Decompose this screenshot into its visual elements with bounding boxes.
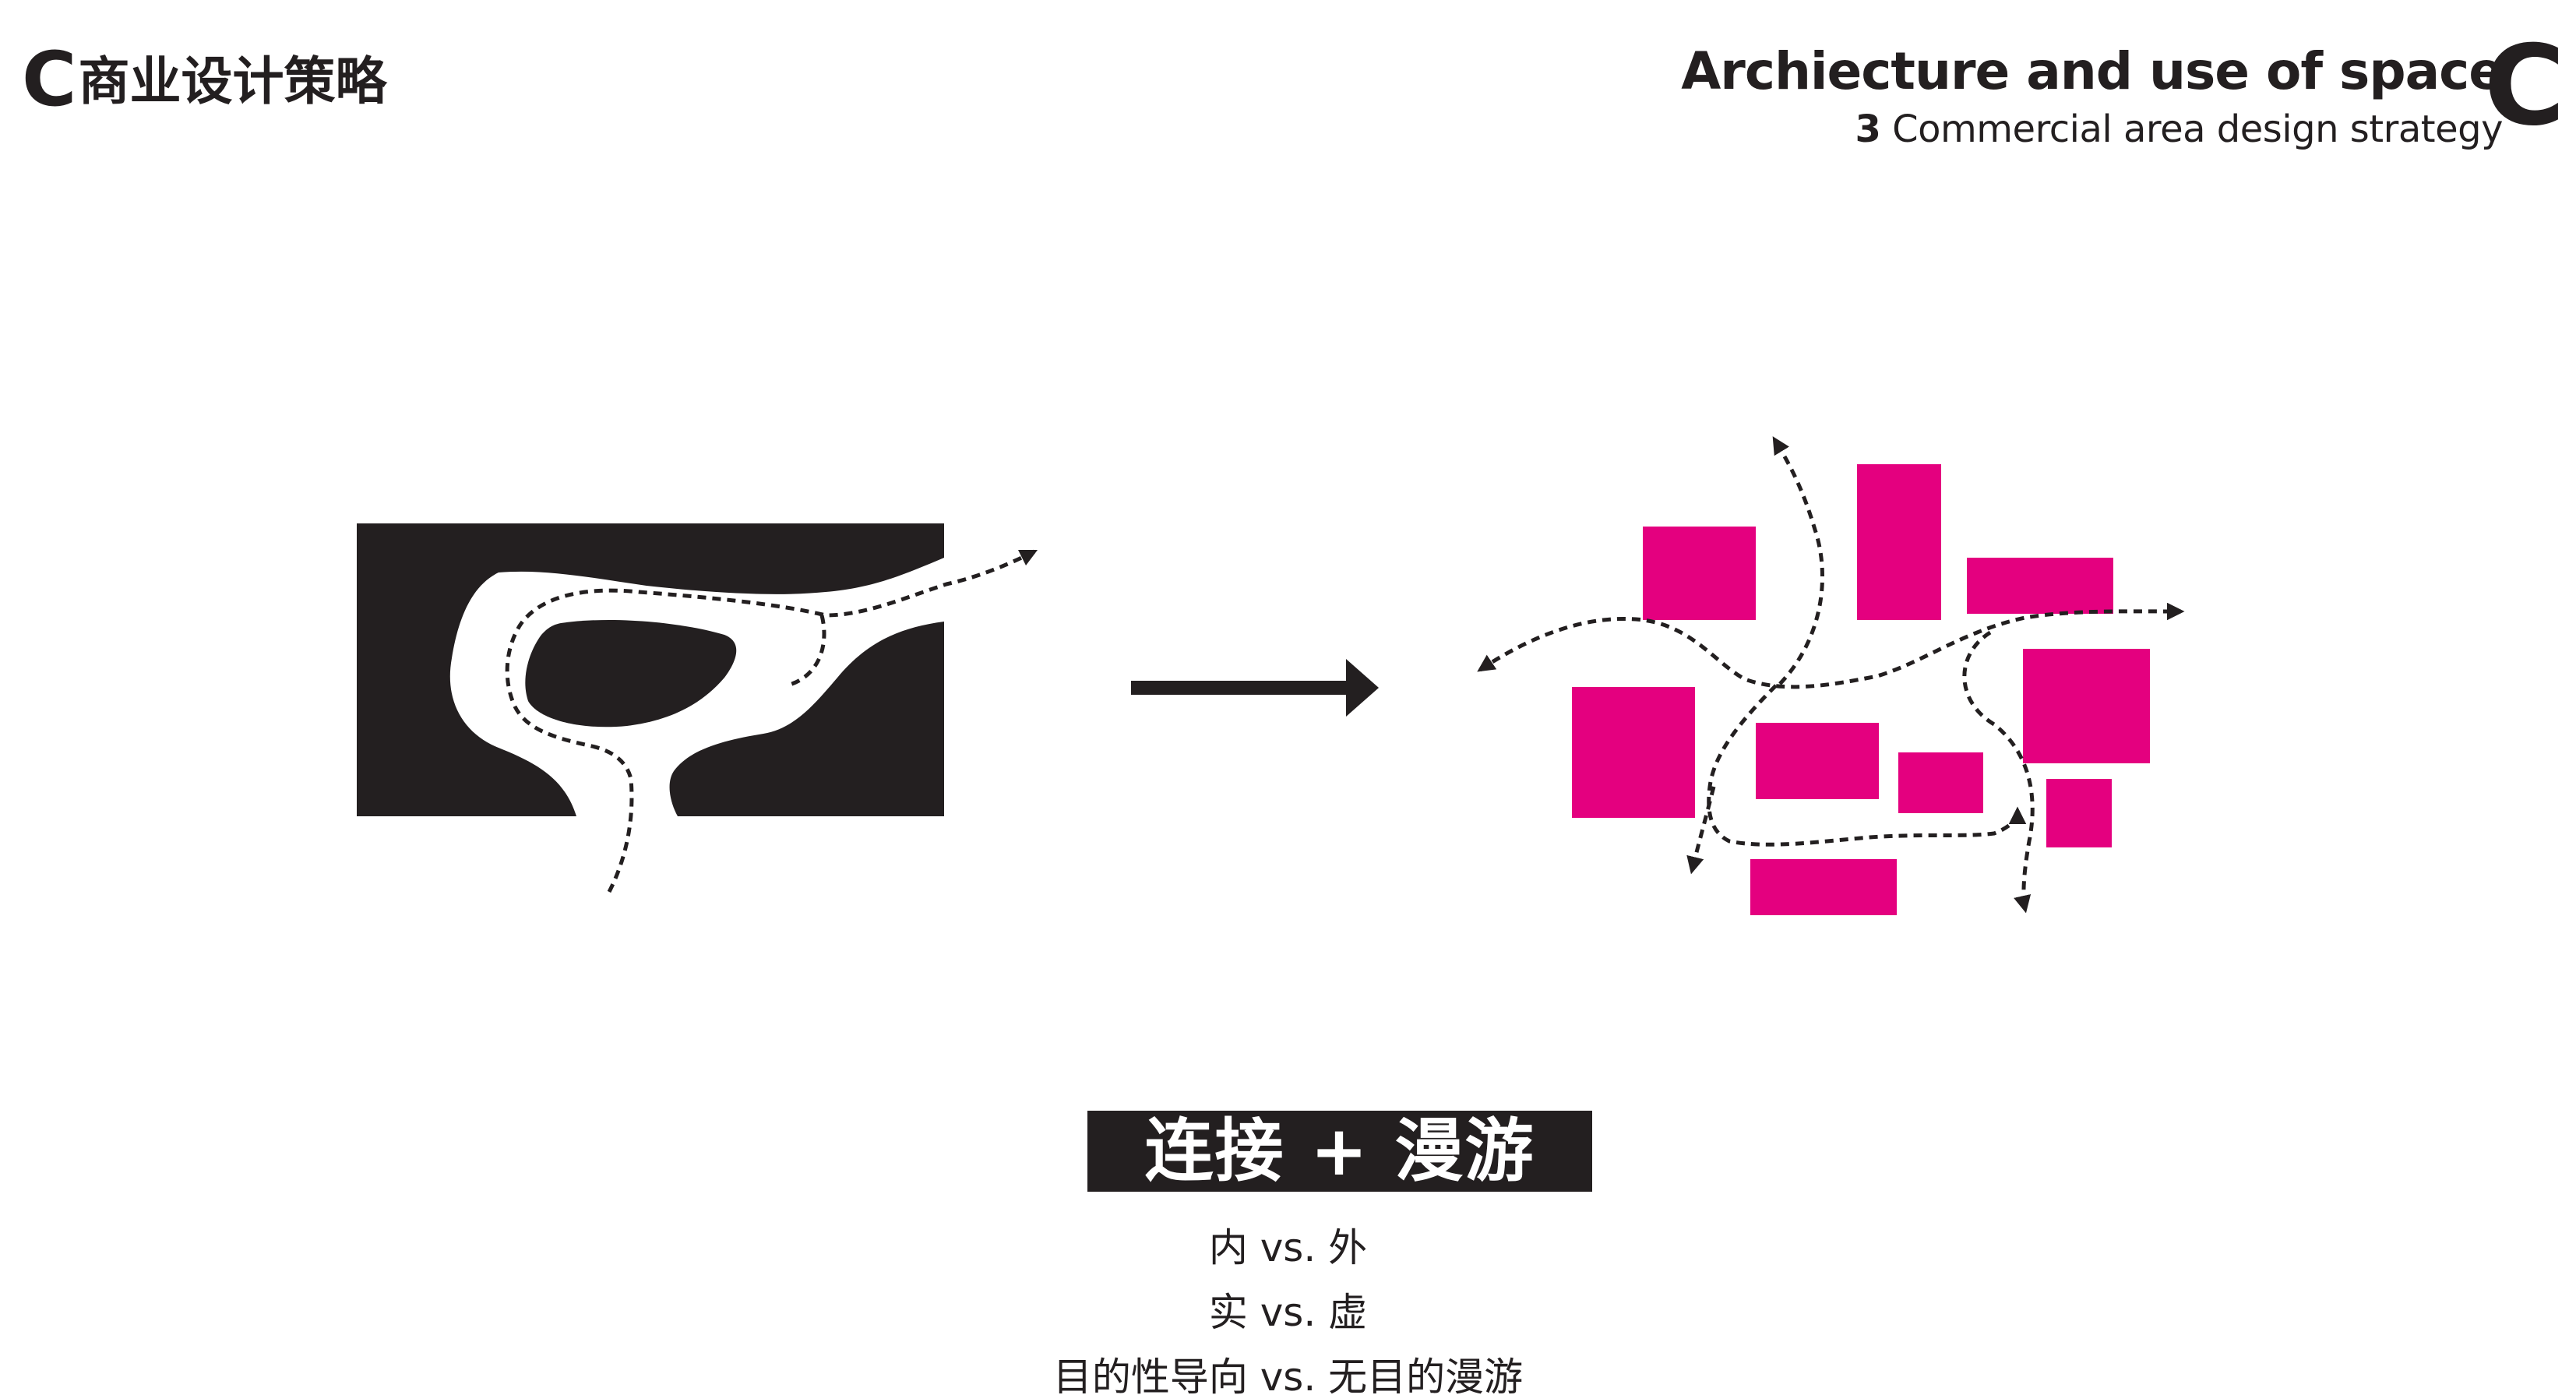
block-3 [1967, 558, 2113, 614]
concept-line-1: 内 vs. 外 [1208, 1225, 1368, 1270]
block-4 [2023, 649, 2150, 763]
wander-route-right-down [1962, 630, 2035, 914]
section-subtitle-text: Commercial area design strategy [1892, 107, 2503, 151]
section-letter-right: C [2483, 22, 2565, 150]
block-6 [1756, 723, 1879, 799]
section-number: 3 [1855, 107, 1881, 151]
wander-route-upward [1772, 436, 1824, 685]
section-title-en: Archiecture and use of space [1681, 41, 2504, 101]
section-title-cn: 商业设计策略 [78, 51, 387, 111]
block-5 [1572, 687, 1695, 818]
concept-tag: 连接 + 漫游 [1087, 1111, 1592, 1192]
header-left: C 商业设计策略 [22, 31, 386, 117]
block-8 [2046, 779, 2112, 847]
wandering-blocks-icon [1477, 436, 2185, 915]
section-subtitle-en: 3 Commercial area design strategy [1681, 106, 2503, 153]
wander-route-horizontal [1477, 602, 2185, 689]
concept-line-3: 目的性导向 vs. 无目的漫游 [1052, 1354, 1524, 1395]
block-7 [1898, 752, 1983, 813]
header-right: Archiecture and use of space 3 Commercia… [1681, 37, 2504, 153]
connection-route-branch [786, 615, 826, 688]
connection-route-dashed [505, 549, 1038, 893]
block-1 [1643, 527, 1756, 620]
wander-route-lower-branch [1686, 786, 1716, 875]
concept-line-2: 实 vs. 虚 [1208, 1290, 1368, 1335]
block-2 [1857, 464, 1941, 620]
inner-mass-block [525, 619, 737, 727]
concept-tag-label: 连接 + 漫游 [1144, 1111, 1535, 1191]
wander-route-lower-left [1707, 684, 2027, 847]
right-arrow-icon [1131, 659, 1379, 717]
block-9 [1750, 859, 1897, 915]
section-letter-left: C [22, 36, 77, 123]
connection-path-icon [357, 523, 1038, 893]
arrow-head-solid [1346, 659, 1379, 717]
arrow-shaft [1131, 681, 1362, 695]
